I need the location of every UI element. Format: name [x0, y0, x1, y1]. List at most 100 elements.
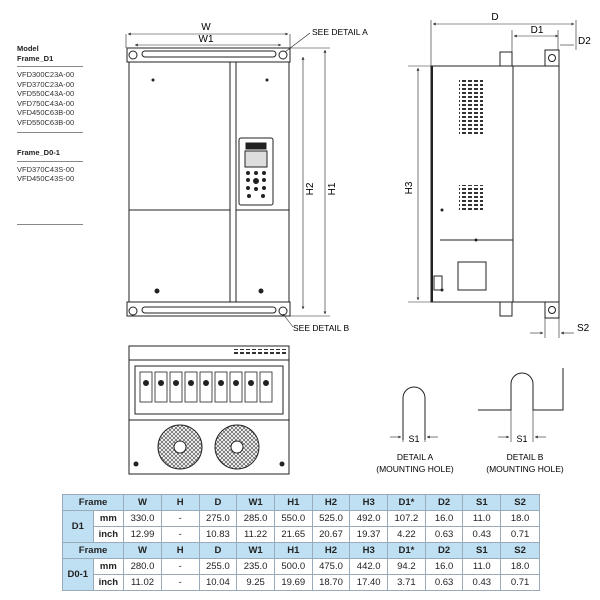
detail-a-drawing — [390, 386, 438, 442]
value-cell: - — [160, 558, 200, 575]
dim-w-label: W — [201, 22, 211, 33]
detail-b-s1-label: S1 — [516, 434, 527, 444]
bottom-view — [128, 345, 290, 475]
value-cell: 107.2 — [387, 510, 426, 527]
model-item: VFD450C43S-00 — [17, 174, 75, 183]
value-cell: 17.40 — [349, 574, 389, 591]
value-cell: 525.0 — [311, 510, 351, 527]
column-header: S1 — [462, 542, 502, 559]
value-cell: 3.71 — [387, 574, 426, 591]
unit-cell: mm — [92, 558, 125, 575]
side-view-fasteners — [440, 208, 478, 292]
value-cell: 0.71 — [500, 574, 540, 591]
dim-d1-label: D1 — [531, 25, 544, 36]
column-header: H3 — [349, 494, 389, 511]
detail-a-subtitle: (MOUNTING HOLE) — [376, 464, 454, 474]
value-cell: 4.22 — [387, 526, 426, 543]
value-cell: 0.63 — [424, 526, 464, 543]
value-cell: - — [160, 526, 200, 543]
value-cell: - — [160, 510, 200, 527]
dim-h3-label: H3 — [404, 181, 415, 194]
column-header: W — [123, 542, 162, 559]
column-header: W1 — [236, 542, 275, 559]
value-cell: 0.71 — [500, 526, 540, 543]
value-cell: 21.65 — [273, 526, 313, 543]
column-header: S1 — [462, 494, 502, 511]
value-cell: 19.37 — [349, 526, 389, 543]
dim-d-label: D — [491, 12, 498, 23]
value-cell: 11.22 — [236, 526, 275, 543]
value-cell: 19.69 — [273, 574, 313, 591]
frame-cell: D0-1 — [62, 558, 94, 591]
model-item: VFD450C63B-00 — [17, 108, 75, 117]
value-cell: 94.2 — [387, 558, 426, 575]
model-header: Model — [17, 44, 39, 53]
value-cell: 10.04 — [198, 574, 238, 591]
value-cell: 500.0 — [273, 558, 313, 575]
value-cell: 0.43 — [462, 574, 502, 591]
value-cell: - — [160, 574, 200, 591]
value-cell: 11.0 — [462, 558, 502, 575]
column-header: W — [123, 494, 162, 511]
value-cell: 16.0 — [424, 510, 464, 527]
frame-cell: D1 — [62, 510, 94, 543]
value-cell: 18.0 — [500, 558, 540, 575]
column-header: D1* — [387, 542, 426, 559]
value-cell: 280.0 — [123, 558, 162, 575]
value-cell: 0.43 — [462, 526, 502, 543]
column-header: H — [160, 542, 200, 559]
column-header: D1* — [387, 494, 426, 511]
column-header: S2 — [500, 542, 540, 559]
value-cell: 275.0 — [198, 510, 238, 527]
column-header: H2 — [311, 494, 351, 511]
side-view — [408, 20, 577, 338]
value-cell: 9.25 — [236, 574, 275, 591]
column-header: H1 — [273, 542, 313, 559]
value-cell: 442.0 — [349, 558, 389, 575]
column-header: D — [198, 542, 238, 559]
value-cell: 550.0 — [273, 510, 313, 527]
model-item: VFD550C43A-00 — [17, 89, 75, 98]
value-cell: 12.99 — [123, 526, 162, 543]
column-header: H3 — [349, 542, 389, 559]
column-header: H — [160, 494, 200, 511]
divider — [17, 160, 83, 162]
value-cell: 235.0 — [236, 558, 275, 575]
value-cell: 18.0 — [500, 510, 540, 527]
value-cell: 11.02 — [123, 574, 162, 591]
value-cell: 20.67 — [311, 526, 351, 543]
detail-a-s1-label: S1 — [408, 434, 419, 444]
value-cell: 492.0 — [349, 510, 389, 527]
dim-w1-label: W1 — [199, 34, 214, 45]
column-header: W1 — [236, 494, 275, 511]
value-cell: 18.70 — [311, 574, 351, 591]
detail-b-drawing — [478, 368, 564, 442]
value-cell: 475.0 — [311, 558, 351, 575]
dim-d2-label: D2 — [578, 36, 591, 47]
detail-a-title: DETAIL A — [397, 452, 434, 462]
model-item: VFD370C43S-00 — [17, 164, 75, 174]
see-detail-a-label: SEE DETAIL A — [312, 27, 368, 37]
divider — [17, 223, 83, 225]
column-header: D2 — [424, 494, 464, 511]
dim-s2-label: S2 — [577, 323, 590, 334]
value-cell: 11.0 — [462, 510, 502, 527]
model-item: VFD750C43A-00 — [17, 98, 75, 108]
divider — [17, 66, 83, 67]
column-header: Frame — [61, 542, 125, 559]
detail-b-subtitle: (MOUNTING HOLE) — [486, 464, 564, 474]
column-header: H1 — [273, 494, 313, 511]
see-detail-b-label: SEE DETAIL B — [293, 323, 350, 333]
unit-cell: inch — [92, 574, 125, 591]
column-header: S2 — [500, 494, 540, 511]
model-item: VFD550C63B-00 — [17, 117, 75, 127]
value-cell: 10.83 — [198, 526, 238, 543]
model-list-d1: Model Frame_D1 VFD300C23A-00 VFD370C23A-… — [17, 44, 83, 136]
dim-h1-label: H1 — [327, 182, 338, 195]
model-item: VFD370C23A-00 — [17, 79, 75, 89]
